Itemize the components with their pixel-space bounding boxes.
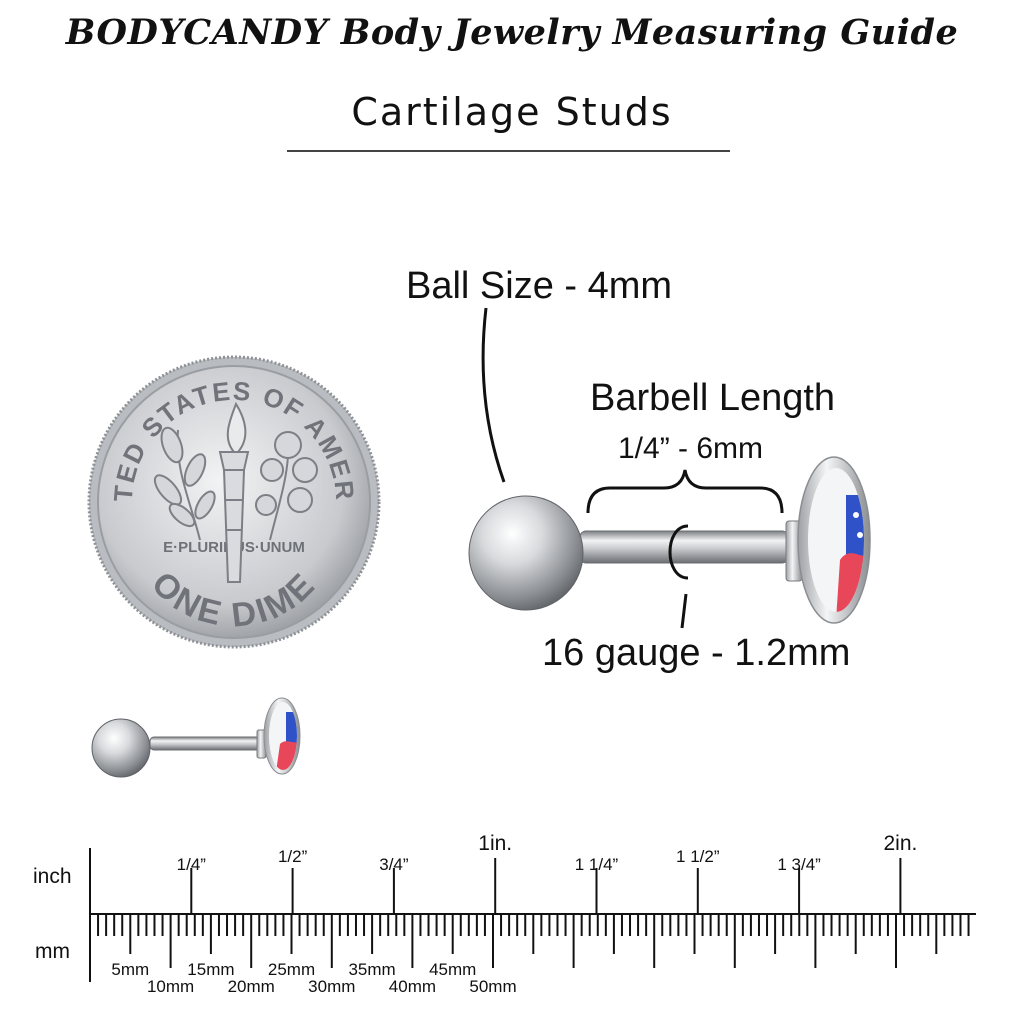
guide-title: BODYCANDY Body Jewelry Measuring Guide (65, 12, 959, 53)
mm-label: 5mm (111, 960, 149, 979)
mm-label: 50mm (469, 977, 516, 996)
torch-icon (218, 401, 250, 583)
inch-label: 2in. (883, 832, 917, 855)
olive-branch-icon (153, 426, 216, 541)
stud-ball (468, 495, 584, 611)
subtitle-underline (287, 150, 730, 152)
barbell-length-title: Barbell Length (590, 377, 835, 419)
large-stud-image (468, 456, 871, 624)
inch-ticks: 1/4” 1/2” 3/4” 1in. 1 1/4” 1 1/2” 1 3/4” 2in. (177, 832, 917, 914)
inch-unit-label: inch (33, 865, 72, 888)
actual-size-stud-image (91, 697, 301, 778)
oak-branch-icon (255, 431, 318, 541)
gauge-leader (668, 524, 689, 629)
guide-subtitle: Cartilage Studs (351, 90, 673, 134)
inch-label: 1/2” (278, 847, 308, 866)
dime-coin-image: UNITED STATES OF AMERICA ONE DIME E·PLUR… (0, 0, 381, 649)
mm-label: 10mm (147, 977, 194, 996)
flag-face (808, 468, 864, 612)
ball-size-label: Ball Size - 4mm (406, 265, 672, 307)
mm-label: 25mm (268, 960, 315, 979)
inch-label: 1 3/4” (777, 855, 821, 874)
inch-label: 1in. (478, 832, 512, 855)
mm-label: 30mm (308, 977, 355, 996)
mm-label: 35mm (348, 960, 395, 979)
mm-unit-label: mm (35, 940, 70, 963)
mm-label: 40mm (389, 977, 436, 996)
inch-label: 1 1/2” (676, 847, 720, 866)
mm-label: 20mm (228, 977, 275, 996)
barbell-length-value: 1/4” - 6mm (618, 432, 763, 465)
mm-label: 15mm (187, 960, 234, 979)
gauge-label: 16 gauge - 1.2mm (542, 632, 850, 674)
barbell-post (579, 530, 789, 564)
barbell-length-bracket (586, 469, 784, 514)
flag-blue-field (846, 495, 864, 563)
inch-label: 3/4” (379, 855, 409, 874)
measuring-ruler: inch mm 5mm10mm15mm20mm25mm30mm35mm40mm4… (33, 832, 976, 996)
inch-label: 1 1/4” (575, 855, 619, 874)
mm-label: 45mm (429, 960, 476, 979)
inch-label: 1/4” (177, 855, 207, 874)
ball-size-leader-line (481, 307, 506, 483)
